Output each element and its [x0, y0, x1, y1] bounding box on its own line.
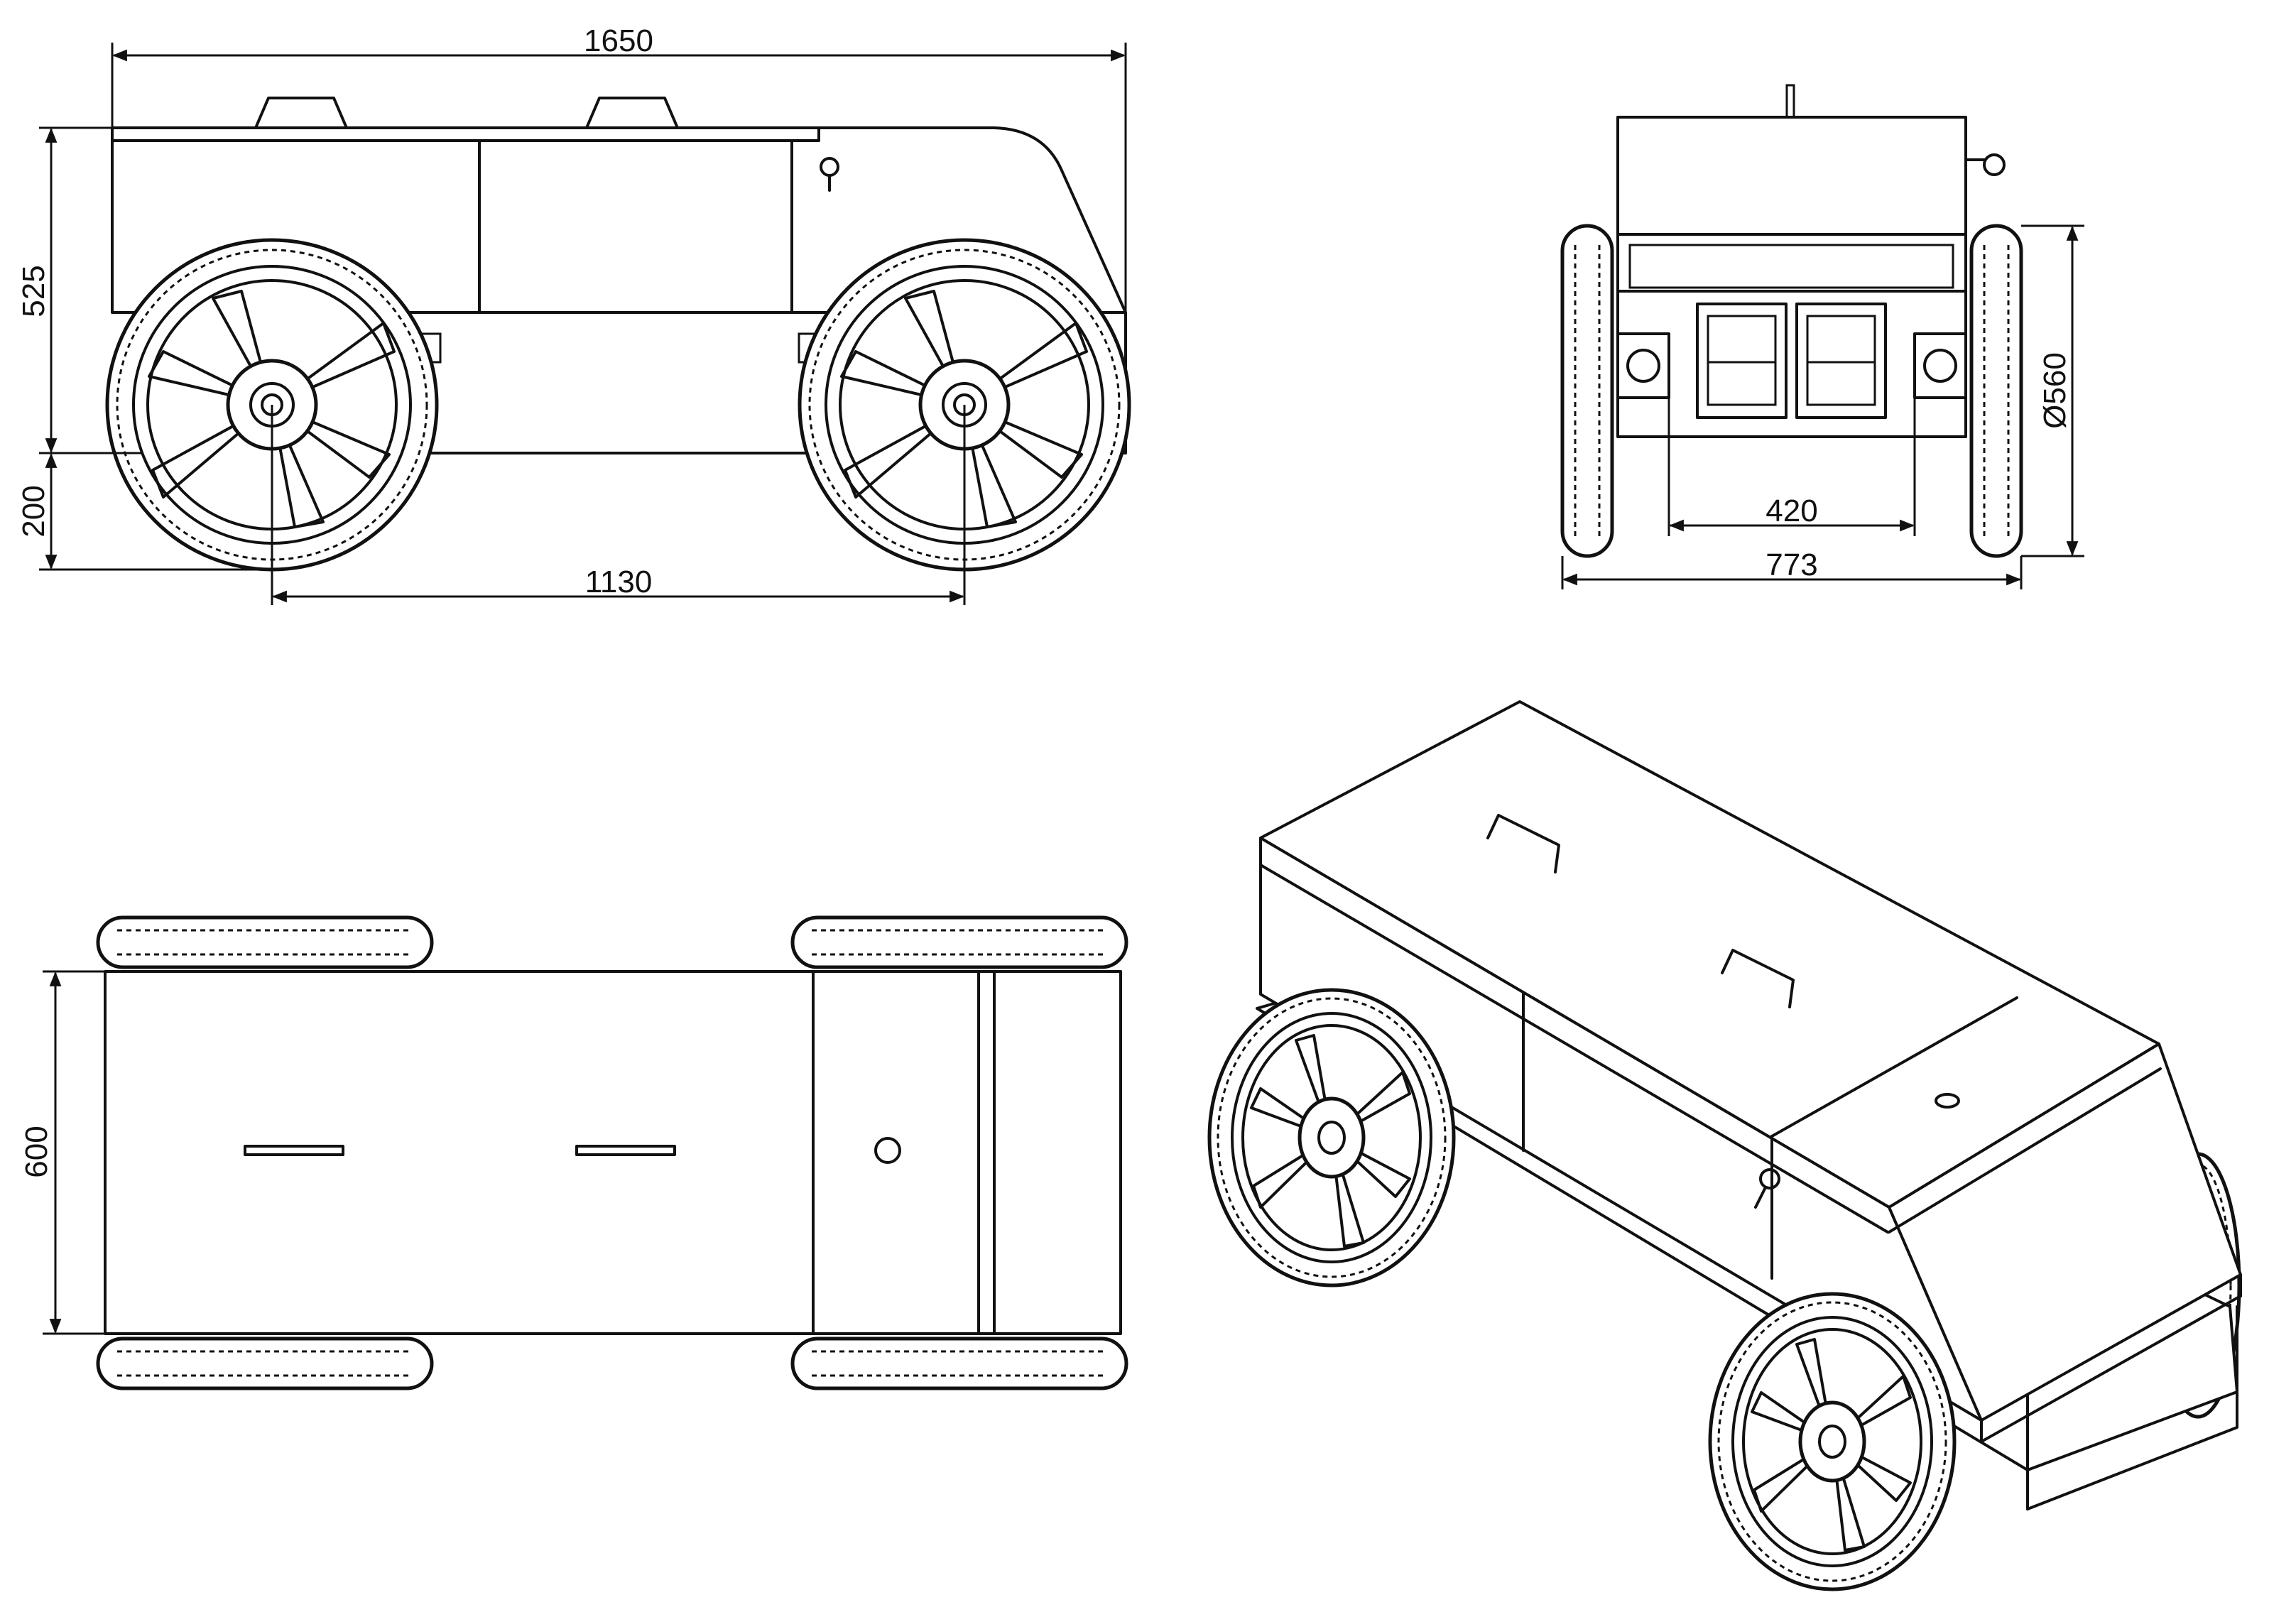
top-key-hole — [874, 1137, 901, 1164]
dim-ground-clearance: 200 — [16, 485, 51, 537]
top-wheel-rear-upper — [96, 915, 434, 969]
iso-top-key-hole — [1935, 1093, 1960, 1109]
top-view: 600 — [19, 915, 1128, 1390]
lid-handle-right — [585, 97, 679, 129]
dim-overall-width: 773 — [1765, 548, 1817, 582]
front-view: Ø560 420 773 — [1560, 84, 2084, 589]
side-upper-body — [111, 126, 1127, 314]
dim-body-width: 600 — [19, 1126, 54, 1177]
battery-box-right — [1795, 303, 1887, 419]
iso-wheel-near-front — [1708, 1292, 1957, 1591]
motor-left — [1616, 332, 1670, 399]
top-body — [104, 970, 1122, 1335]
front-upper-body — [1616, 116, 1967, 236]
dim-wheelbase: 1130 — [585, 565, 653, 599]
top-wheel-front-upper — [790, 915, 1128, 969]
front-wheel-right — [1969, 224, 2023, 558]
iso-handle-rear — [1486, 814, 1560, 873]
iso-side-key-icon — [1759, 1168, 1780, 1189]
motor-right — [1913, 332, 1967, 399]
top-wheel-front-lower — [790, 1336, 1128, 1390]
side-lid — [111, 126, 820, 142]
dim-body-height: 525 — [16, 265, 51, 317]
side-rear-wheel — [105, 238, 439, 572]
top-handle-left — [244, 1145, 344, 1156]
iso-handle-front — [1721, 949, 1795, 1008]
front-key-icon — [1983, 153, 2006, 176]
key-lock-icon — [820, 157, 839, 177]
battery-box-left — [1696, 303, 1788, 419]
dim-track-inner: 420 — [1765, 494, 1817, 528]
dim-wheel-diameter: Ø560 — [2037, 352, 2072, 429]
isometric-view — [1207, 700, 2242, 1591]
front-wheel-left — [1560, 224, 1614, 558]
lid-handle-left — [254, 97, 348, 129]
top-handle-right — [575, 1145, 676, 1156]
dim-length: 1650 — [584, 23, 653, 58]
side-view: 1650 525 200 1130 — [16, 23, 1131, 605]
iso-wheel-near-rear — [1207, 988, 1456, 1287]
top-wheel-rear-lower — [96, 1336, 434, 1390]
